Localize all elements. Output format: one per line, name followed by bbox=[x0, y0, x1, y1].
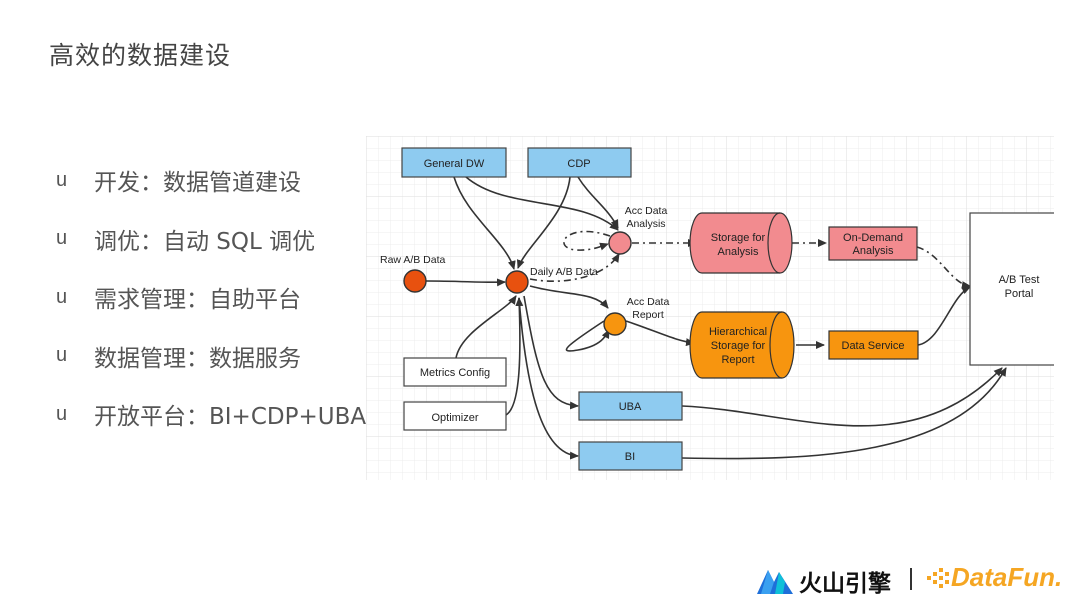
bullet-list: u 开发：数据管道建设 u 调优：自动 SQL 调优 u 需求管理：自助平台 u… bbox=[56, 151, 366, 444]
storage-for-analysis-line2: Analysis bbox=[718, 246, 759, 258]
datafun-wordmark: DataFun. bbox=[951, 562, 1063, 592]
ab-test-portal-line2: Portal bbox=[1005, 288, 1034, 300]
on-demand-analysis-line1: On-Demand bbox=[843, 232, 903, 244]
general-dw-box: General DW bbox=[401, 147, 507, 178]
connectors bbox=[425, 176, 1007, 460]
edge-cdp-accanalysis bbox=[577, 176, 619, 229]
data-service-box: Data Service bbox=[828, 330, 919, 360]
page-title: 高效的数据建设 bbox=[49, 41, 232, 70]
bullet-marker: u bbox=[56, 402, 68, 425]
on-demand-analysis-line2: Analysis bbox=[853, 245, 894, 257]
bullet-item: u 调优：自动 SQL 调优 bbox=[56, 210, 366, 269]
bullet-text: 开发：数据管道建设 bbox=[94, 170, 301, 197]
bullet-text: 数据管理：数据服务 bbox=[94, 345, 301, 372]
bullet-text: 开放平台：BI+CDP+UBA bbox=[94, 404, 367, 431]
brand-divider bbox=[910, 568, 912, 590]
bullet-text: 需求管理：自助平台 bbox=[94, 287, 301, 314]
bullet-marker: u bbox=[56, 227, 68, 250]
datafun-logo-icon bbox=[927, 568, 949, 588]
acc-data-report-line2: Report bbox=[632, 309, 664, 321]
general-dw-label: General DW bbox=[424, 158, 485, 170]
bullet-marker: u bbox=[56, 344, 68, 367]
data-pipeline-diagram: General DW CDP UBA BI Metrics Config Opt… bbox=[366, 136, 1054, 480]
edge-cdp-daily bbox=[516, 176, 571, 269]
acc-data-analysis-line2: Analysis bbox=[626, 218, 665, 230]
uba-box: UBA bbox=[578, 391, 683, 421]
bi-label: BI bbox=[625, 451, 635, 463]
bullet-marker: u bbox=[56, 285, 68, 308]
bullet-text: 调优：自动 SQL 调优 bbox=[94, 228, 316, 255]
hierarchical-storage-line1: Hierarchical bbox=[709, 326, 767, 338]
storage-for-analysis-line1: Storage for bbox=[711, 232, 766, 244]
edge-dataservice-portal bbox=[917, 286, 971, 346]
edge-bi-portal bbox=[681, 367, 1007, 460]
bi-box: BI bbox=[578, 441, 683, 471]
bullet-item: u 数据管理：数据服务 bbox=[56, 327, 366, 386]
data-service-label: Data Service bbox=[842, 340, 905, 352]
daily-ab-data-label: Daily A/B Data bbox=[530, 266, 598, 278]
edge-ondemand-portal bbox=[916, 246, 971, 290]
optimizer-label: Optimizer bbox=[431, 412, 478, 424]
hierarchical-storage-line2: Storage for bbox=[711, 340, 766, 352]
edge-daily-accanalysis bbox=[529, 253, 620, 282]
bullet-marker: u bbox=[56, 168, 68, 191]
metrics-config-box: Metrics Config bbox=[403, 357, 507, 387]
edge-uba-portal bbox=[681, 367, 1003, 427]
bullet-item: u 开放平台：BI+CDP+UBA bbox=[56, 385, 366, 444]
bullet-item: u 需求管理：自助平台 bbox=[56, 268, 366, 327]
uba-label: UBA bbox=[619, 401, 642, 413]
acc-data-analysis-line1: Acc Data bbox=[625, 205, 668, 217]
raw-ab-data-label: Raw A/B Data bbox=[380, 254, 446, 266]
hierarchical-storage-line3: Report bbox=[721, 354, 754, 366]
ab-test-portal-line1: A/B Test bbox=[999, 274, 1040, 286]
edge-raw-daily bbox=[425, 278, 506, 287]
storage-for-analysis-cylinder: Storage for Analysis bbox=[689, 212, 793, 274]
edge-accanalysis-loop bbox=[563, 230, 611, 251]
acc-data-report-node: Acc Data Report bbox=[603, 296, 670, 336]
edge-daily-uba bbox=[523, 295, 579, 410]
optimizer-box: Optimizer bbox=[403, 401, 507, 431]
bullet-item: u 开发：数据管道建设 bbox=[56, 151, 366, 210]
acc-data-report-line1: Acc Data bbox=[627, 296, 670, 308]
cdp-box: CDP bbox=[527, 147, 632, 178]
ab-test-portal-box: A/B Test Portal bbox=[969, 212, 1054, 366]
volcano-engine-wordmark: 火山引擎 bbox=[799, 571, 891, 597]
daily-ab-data-node: Daily A/B Data bbox=[505, 266, 598, 294]
on-demand-analysis-box: On-Demand Analysis bbox=[828, 226, 918, 261]
edge-accreport-loop bbox=[565, 320, 610, 352]
hierarchical-storage-cylinder: Hierarchical Storage for Report bbox=[689, 311, 795, 379]
metrics-config-label: Metrics Config bbox=[420, 367, 490, 379]
volcano-engine-logo-icon bbox=[757, 570, 793, 594]
edge-daily-accreport bbox=[529, 285, 609, 309]
edge-accreport-hier bbox=[625, 320, 695, 347]
acc-data-analysis-node: Acc Data Analysis bbox=[608, 205, 668, 255]
edge-generaldw-accanalysis bbox=[465, 176, 619, 231]
edge-metrics-daily bbox=[455, 295, 517, 359]
raw-ab-data-node: Raw A/B Data bbox=[380, 254, 446, 293]
edge-daily-bi bbox=[518, 297, 579, 460]
edge-generaldw-daily bbox=[453, 176, 516, 270]
cdp-label: CDP bbox=[567, 158, 590, 170]
edge-optimizer-daily bbox=[505, 297, 524, 416]
dashed-connectors bbox=[529, 230, 971, 290]
